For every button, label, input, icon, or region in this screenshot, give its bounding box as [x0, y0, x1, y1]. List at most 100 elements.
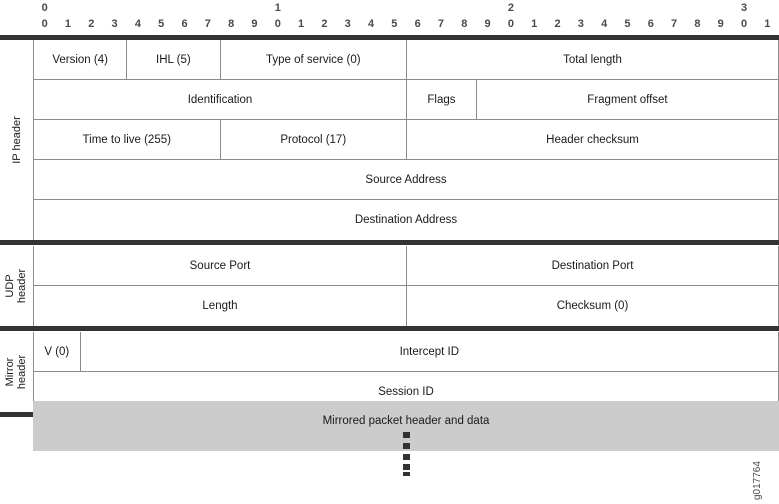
ruler-unit-label: 5 — [624, 18, 631, 30]
field-cell: Destination Port — [406, 246, 779, 286]
ruler-unit-label: 9 — [251, 18, 258, 30]
ruler-tick-24: 4 — [593, 0, 616, 36]
continuation-dot — [403, 443, 410, 449]
field-label: Time to live (255) — [82, 133, 171, 146]
ruler-unit-label: 6 — [181, 18, 188, 30]
field-label: Fragment offset — [587, 93, 668, 106]
ruler-decade-label: 2 — [507, 2, 514, 14]
field-cell: V (0) — [33, 332, 80, 372]
field-cell: Source Port — [33, 246, 406, 286]
field-row: Source Port Destination Port — [33, 246, 779, 286]
ruler-tick-27: 7 — [662, 0, 685, 36]
field-label: Protocol (17) — [280, 133, 347, 146]
ruler-tick-1: 1 — [56, 0, 79, 36]
field-label: Length — [202, 300, 238, 312]
ruler-unit-label: 0 — [507, 18, 514, 30]
field-cell: Header checksum — [406, 120, 779, 160]
field-cell: Source Address — [33, 160, 779, 200]
ruler-unit-label: 0 — [41, 18, 48, 30]
ruler-unit-label: 1 — [298, 18, 305, 30]
ruler-tick-8: 8 — [220, 0, 243, 36]
ruler-unit-label: 2 — [88, 18, 95, 30]
field-label: Intercept ID — [399, 345, 460, 358]
continuation-dots-icon — [403, 432, 410, 476]
ruler-tick-26: 6 — [639, 0, 662, 36]
ruler-tick-18: 8 — [453, 0, 476, 36]
ruler-unit-label: 3 — [344, 18, 351, 30]
field-label: Version (4) — [52, 53, 108, 66]
field-label: V (0) — [44, 345, 70, 358]
ruler-tick-19: 9 — [476, 0, 499, 36]
field-label: Source Port — [189, 259, 251, 272]
ruler-unit-label: 3 — [577, 18, 584, 30]
figure-id-label: g017764 — [752, 461, 763, 500]
ruler-unit-label: 2 — [321, 18, 328, 30]
ruler-unit-label: 5 — [158, 18, 165, 30]
ruler-decade-label: 3 — [740, 2, 748, 14]
ruler-tick-7: 7 — [196, 0, 219, 36]
ruler-tick-13: 3 — [336, 0, 359, 36]
field-cell: Length — [33, 286, 406, 326]
continuation-dot — [403, 464, 410, 470]
ruler-unit-label: 3 — [111, 18, 118, 30]
section-divider-bar — [0, 326, 779, 331]
ruler-unit-label: 4 — [367, 18, 375, 30]
field-cell: Version (4) — [33, 40, 127, 80]
ruler-tick-12: 2 — [313, 0, 336, 36]
ruler-unit-label: 4 — [601, 18, 608, 30]
field-row: Destination Address — [33, 200, 779, 240]
field-cell: Checksum (0) — [406, 286, 779, 326]
continuation-dot — [403, 472, 410, 476]
ruler-unit-label: 1 — [64, 18, 72, 30]
section-label-ip-header: IP header — [0, 40, 33, 240]
ruler-tick-14: 4 — [359, 0, 382, 36]
ruler-tick-5: 5 — [150, 0, 173, 36]
ruler-unit-label: 8 — [694, 18, 701, 30]
ruler-tick-29: 9 — [709, 0, 732, 36]
section-label-text: IP header — [10, 116, 23, 164]
field-cell: Flags — [406, 80, 476, 120]
ruler-unit-label: 6 — [647, 18, 654, 30]
ruler-tick-28: 8 — [686, 0, 709, 36]
mirrored-payload-label: Mirrored packet header and data — [322, 415, 490, 427]
field-label: Total length — [563, 53, 622, 66]
figure-id: g017764 — [752, 440, 777, 500]
field-row: Time to live (255) Protocol (17) Header ch… — [33, 120, 779, 160]
ruler-tick-6: 6 — [173, 0, 196, 36]
ruler-unit-label: 9 — [717, 18, 724, 30]
ruler-unit-label: 1 — [764, 18, 771, 30]
ruler-unit-label: 9 — [484, 18, 491, 30]
field-label: Destination Port — [551, 259, 634, 272]
ruler-tick-9: 9 — [243, 0, 266, 36]
field-cell: Total length — [406, 40, 779, 80]
ruler-unit-label: 2 — [554, 18, 561, 30]
ruler-unit-label: 1 — [531, 18, 538, 30]
field-label: Checksum (0) — [556, 300, 629, 312]
mirrored-payload-band: Mirrored packet header and data — [33, 401, 779, 451]
ruler-unit-label: 4 — [134, 18, 141, 30]
field-cell: Identification — [33, 80, 406, 120]
field-label: Destination Address — [354, 214, 458, 226]
ruler-tick-23: 3 — [569, 0, 592, 36]
continuation-dot — [403, 454, 410, 460]
ruler-unit-label: 0 — [274, 18, 281, 30]
ruler-unit-label: 7 — [671, 18, 678, 30]
field-row: Version (4)IHL (5)Type of service (0)Tot… — [33, 40, 779, 80]
field-cell: Destination Address — [33, 200, 779, 240]
ruler-unit-label: 7 — [204, 18, 211, 30]
field-cell: IHL (5) — [126, 40, 220, 80]
ruler-unit-label: 0 — [740, 18, 748, 30]
ruler-tick-11: 1 — [289, 0, 312, 36]
ruler-tick-22: 2 — [546, 0, 569, 36]
continuation-dot — [403, 432, 410, 438]
ruler-tick-21: 1 — [523, 0, 546, 36]
ruler-decade-label: 1 — [274, 2, 281, 14]
ruler-tick-15: 5 — [383, 0, 406, 36]
field-row: V (0) Intercept ID — [33, 332, 779, 372]
